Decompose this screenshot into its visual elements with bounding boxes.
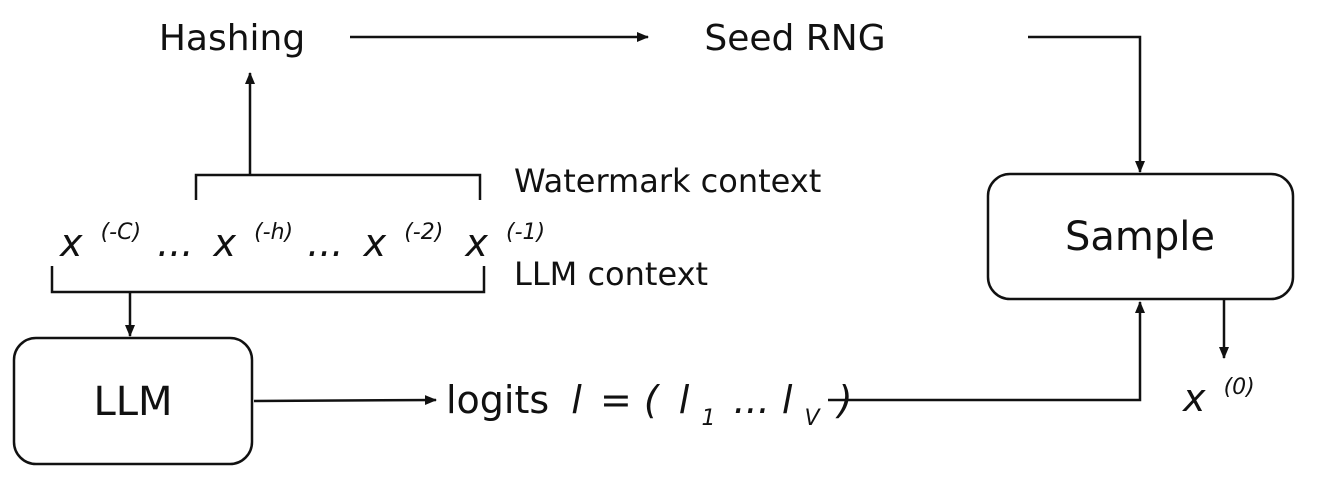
- token-x-minus-h: x: [213, 221, 237, 265]
- arrow-llm-to-logits: [253, 395, 437, 406]
- logit-v-sub: V: [805, 406, 822, 431]
- arrow-logits-to-sample: [828, 301, 1145, 402]
- logits-eq: = (: [600, 378, 661, 422]
- logit-1: l: [679, 378, 690, 422]
- output-token: x (0): [1182, 375, 1255, 420]
- llm-label: LLM: [93, 379, 172, 425]
- hashing-label: Hashing: [159, 18, 305, 59]
- output-base: x: [1182, 376, 1206, 420]
- llm-box: [12, 336, 254, 466]
- ellipsis-2: ...: [307, 221, 343, 265]
- watermark-context-bracket: [194, 173, 482, 200]
- arrow-seed-to-sample: [1028, 35, 1145, 173]
- logits-prefix: logits: [446, 378, 549, 422]
- token-sequence: x (-C) ... x (-h) ... x (-2) x (-1): [59, 204, 545, 265]
- logits-label: logits l = ( l 1 ... l V ): [446, 378, 853, 434]
- logit-1-sub: 1: [701, 406, 715, 431]
- token-x-minus-2: x: [363, 221, 387, 265]
- watermark-context-label: Watermark context: [514, 162, 821, 200]
- token-sup-minus-h: (-h): [254, 220, 293, 245]
- token-x-minus-1: x: [464, 221, 488, 265]
- llm-context-label: LLM context: [514, 255, 708, 293]
- token-sup-minus-2: (-2): [404, 220, 443, 245]
- token-x-minus-c: x: [59, 221, 83, 265]
- llm-context-bracket: [50, 266, 486, 294]
- sample-box: [986, 172, 1295, 301]
- token-sup-minus-1: (-1): [506, 220, 545, 245]
- logits-symbol: l: [571, 378, 582, 422]
- seed-rng-label: Seed RNG: [704, 18, 885, 59]
- logits-dots: ...: [734, 378, 770, 422]
- token-sup-minus-c: (-C): [101, 220, 141, 245]
- output-sup: (0): [1224, 375, 1255, 400]
- ellipsis-1: ...: [157, 221, 193, 265]
- logit-v: l: [782, 378, 793, 422]
- sample-label: Sample: [1065, 214, 1215, 260]
